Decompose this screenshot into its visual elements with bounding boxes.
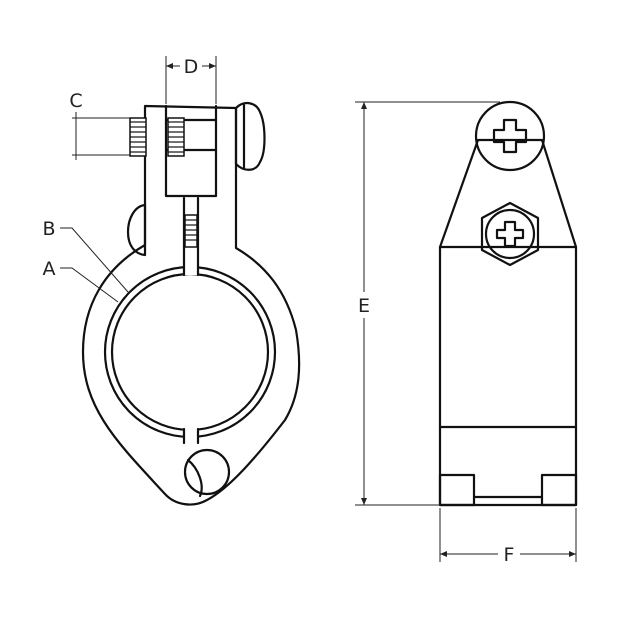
side-view: D C B A	[42, 56, 301, 506]
label-c: C	[69, 90, 82, 112]
thumb-screw-head	[234, 102, 266, 171]
lower-threaded-stud	[184, 214, 198, 248]
hinge-pin-edge	[186, 458, 203, 498]
upper-threaded-stud	[129, 117, 185, 157]
front-hex-bolt-washer	[484, 208, 536, 260]
leader-a	[60, 267, 119, 303]
label-b: B	[42, 218, 55, 240]
front-body	[438, 245, 578, 507]
front-thumb-screw	[474, 100, 546, 172]
clamp-outer-body	[81, 104, 301, 506]
label-a: A	[43, 258, 56, 280]
leader-b	[60, 227, 129, 293]
label-f: F	[504, 544, 515, 566]
front-foot-left	[438, 473, 476, 507]
lower-screw-head	[126, 203, 147, 257]
label-e: E	[358, 295, 370, 317]
hinge-pin	[183, 448, 231, 496]
front-foot-right	[540, 473, 578, 507]
front-hex-bolt-cross-icon	[495, 220, 525, 248]
front-view: E F	[355, 100, 578, 566]
front-hex-bolt	[480, 201, 540, 267]
liner-ring-b	[110, 272, 270, 432]
label-d: D	[184, 56, 199, 78]
inner-ring-a	[103, 265, 277, 439]
front-ear	[438, 138, 578, 249]
front-thumb-screw-cross-icon	[492, 118, 528, 154]
